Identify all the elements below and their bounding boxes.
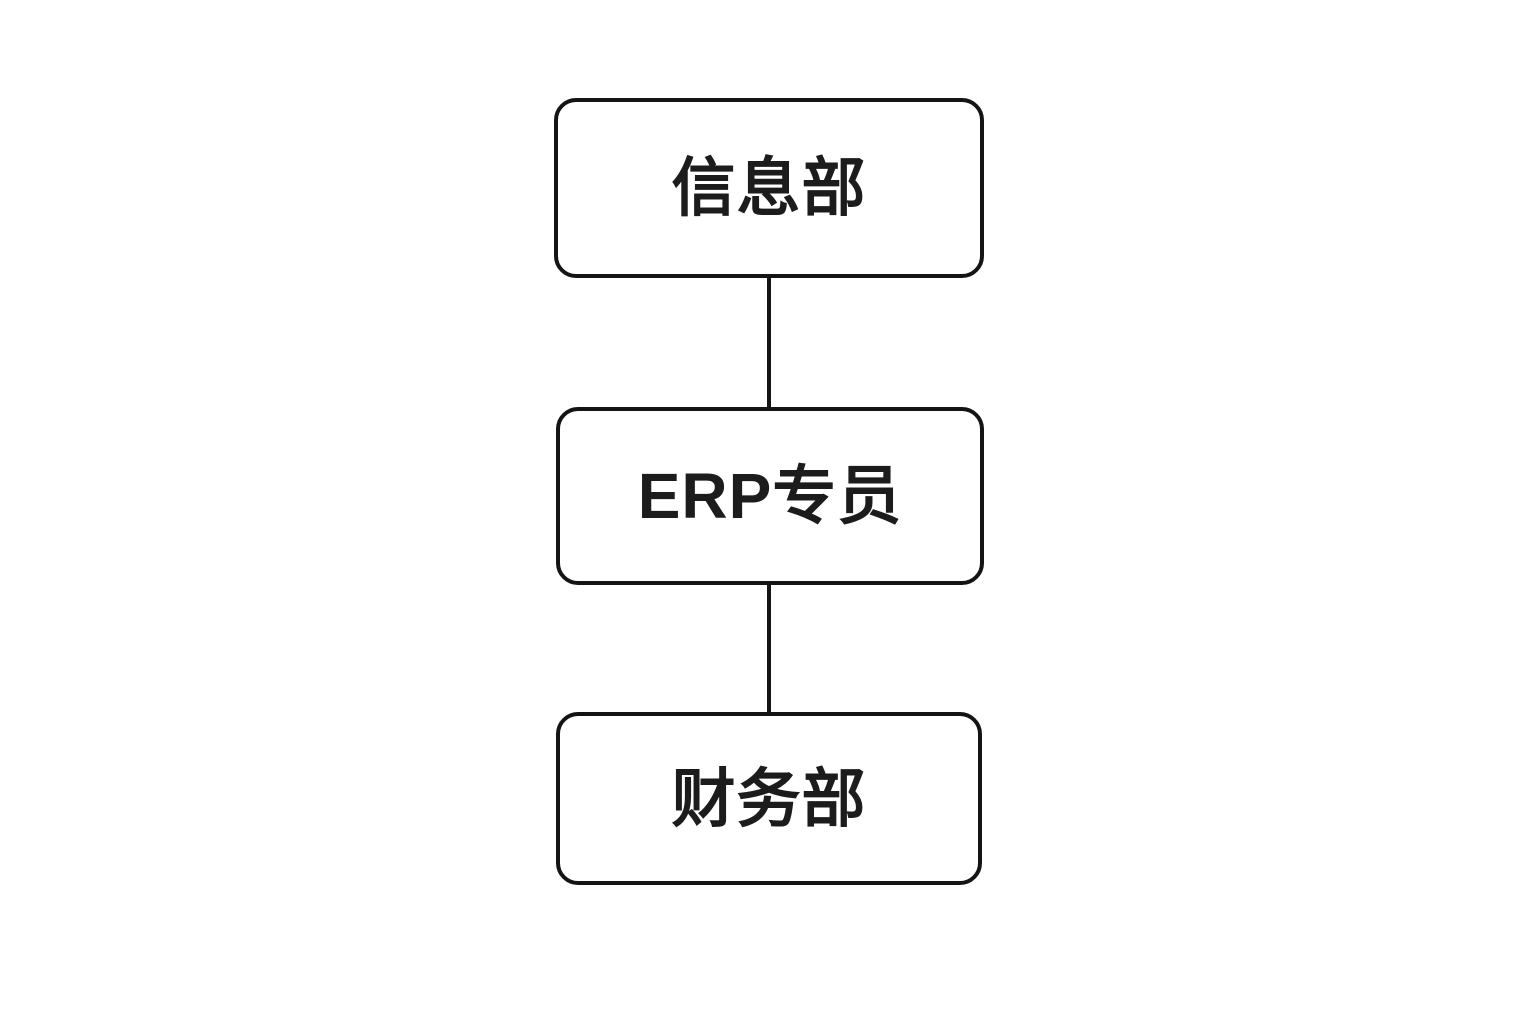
connector-node2-to-node3 [767, 580, 771, 717]
flow-node-finance-department[interactable]: 财务部 [556, 712, 982, 885]
flow-node-label: 财务部 [671, 762, 867, 835]
connector-node1-to-node2 [767, 272, 771, 412]
flow-node-erp-specialist[interactable]: ERP专员 [556, 407, 984, 585]
flow-node-label: 信息部 [671, 152, 867, 224]
flow-node-label: ERP专员 [637, 460, 903, 532]
flow-node-information-department[interactable]: 信息部 [554, 98, 984, 278]
